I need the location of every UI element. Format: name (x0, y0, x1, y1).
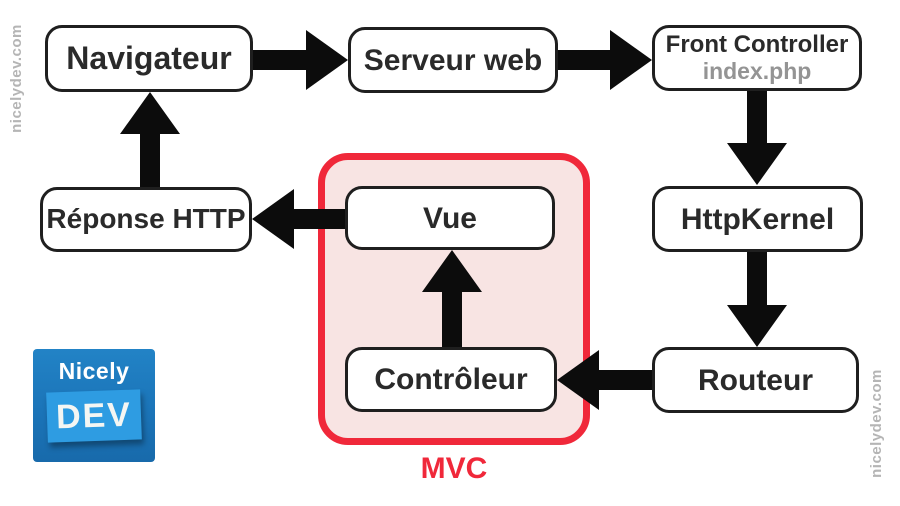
node-front-controller-title: Front Controller (665, 30, 849, 58)
node-vue: Vue (345, 186, 555, 250)
arrow-serveur-web-to-front-controller (558, 30, 652, 90)
arrow-routeur-to-controleur (557, 350, 652, 410)
arrow-http-kernel-to-routeur (727, 252, 787, 347)
node-routeur-label: Routeur (698, 363, 813, 397)
logo-brand-top: Nicely (58, 358, 130, 384)
node-vue-label: Vue (423, 201, 477, 235)
node-front-controller: Front Controller index.php (652, 25, 862, 91)
node-http-kernel: HttpKernel (652, 186, 863, 252)
node-controleur-label: Contrôleur (374, 363, 528, 396)
logo-brand-badge: DEV (46, 389, 142, 443)
arrow-controleur-to-vue (422, 250, 482, 347)
node-front-controller-subtitle: index.php (702, 58, 812, 85)
node-http-kernel-label: HttpKernel (680, 202, 835, 236)
arrow-front-controller-to-http-kernel (727, 91, 787, 185)
arrow-navigateur-to-serveur-web (253, 30, 348, 90)
nicelydev-logo: Nicely DEV (33, 349, 155, 462)
node-serveur-web-label: Serveur web (363, 43, 543, 77)
node-controleur: Contrôleur (345, 347, 557, 412)
mvc-group-label: MVC (420, 452, 488, 485)
node-navigateur-label: Navigateur (66, 39, 232, 76)
arrow-vue-to-reponse-http (252, 189, 345, 249)
node-serveur-web: Serveur web (348, 27, 558, 93)
arrow-reponse-http-to-navigateur (120, 92, 180, 187)
node-reponse-http-label: Réponse HTTP (46, 203, 246, 235)
node-routeur: Routeur (652, 347, 859, 413)
node-reponse-http: Réponse HTTP (40, 187, 252, 252)
node-navigateur: Navigateur (45, 25, 253, 92)
